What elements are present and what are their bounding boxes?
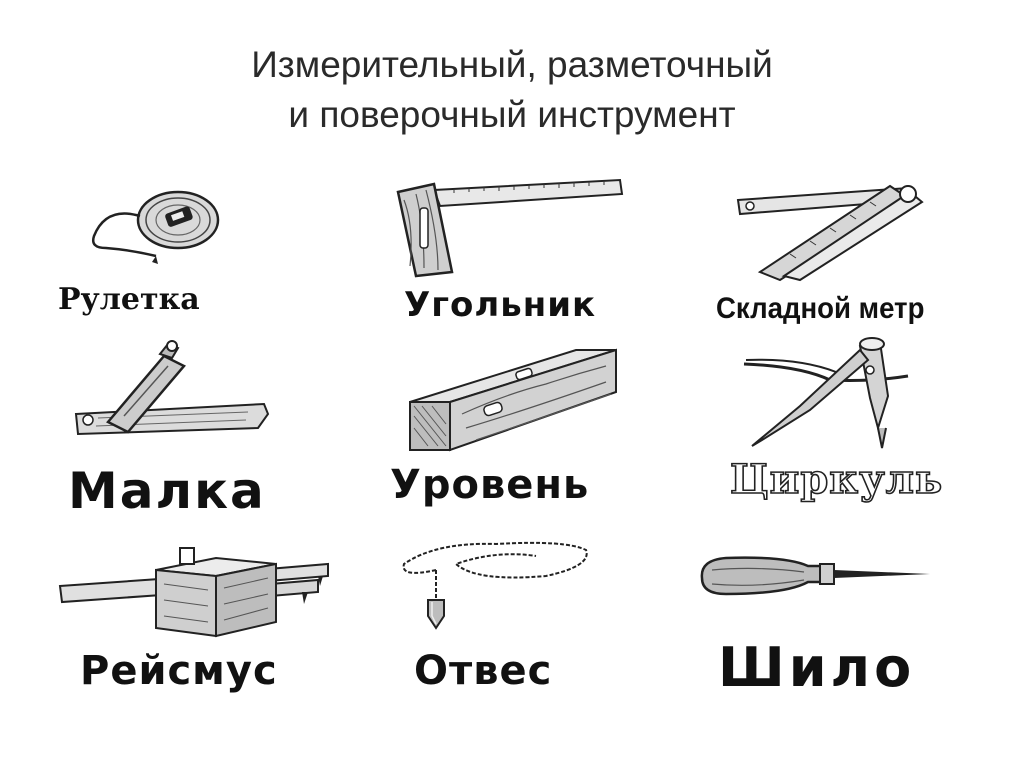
title-line-1: Измерительный, разметочный bbox=[251, 44, 773, 85]
label-cirkul: Циркуль bbox=[729, 455, 944, 504]
label-otves: Отвес bbox=[414, 648, 553, 694]
page-title: Измерительный, разметочный и поверочный … bbox=[0, 40, 1024, 140]
label-shilo: Шило bbox=[718, 636, 916, 699]
compass-icon bbox=[740, 336, 914, 452]
marking-gauge-icon bbox=[56, 544, 332, 640]
label-malka: Малка bbox=[68, 462, 266, 520]
label-ruletka: Рулетка bbox=[58, 282, 200, 317]
label-ugolnik: Угольник bbox=[404, 285, 597, 325]
spirit-level-icon bbox=[406, 344, 620, 454]
plumb-bob-icon bbox=[396, 530, 592, 630]
try-square-icon bbox=[394, 176, 626, 278]
folding-ruler-icon bbox=[730, 176, 934, 282]
awl-icon bbox=[696, 552, 932, 602]
label-reismus: Рейсмус bbox=[80, 648, 278, 694]
label-uroven: Уровень bbox=[390, 462, 590, 508]
label-folding-meter: Складной метр bbox=[716, 292, 925, 325]
tape-measure-icon bbox=[86, 186, 226, 270]
bevel-gauge-icon bbox=[68, 340, 272, 436]
title-line-2: и поверочный инструмент bbox=[288, 94, 736, 135]
